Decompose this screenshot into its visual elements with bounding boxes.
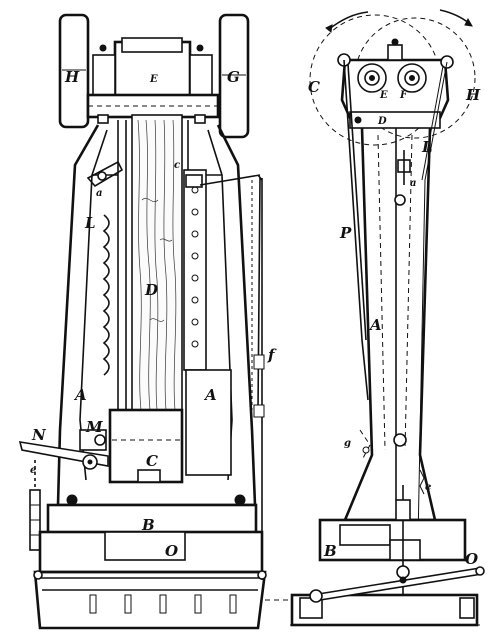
pulley-h	[58, 13, 90, 129]
front-elevation: H G E L D A A f N M C e B O c a	[18, 13, 300, 630]
side-lever-o	[309, 566, 485, 603]
trough-o	[33, 570, 267, 630]
label-e-left: e	[30, 465, 36, 476]
label-f-left: f	[267, 346, 277, 364]
timber-d	[131, 114, 183, 416]
label-a-right: a	[410, 178, 416, 189]
label-H-right: H	[465, 86, 481, 104]
ratchet-l	[102, 214, 110, 376]
side-head	[337, 38, 454, 129]
label-L-left: L	[84, 214, 96, 232]
label-O-right: O	[465, 550, 478, 568]
label-L-right: L	[421, 138, 433, 156]
label-M-left: M	[85, 418, 103, 436]
label-A-left-1: A	[73, 386, 87, 404]
label-F-right: F	[399, 90, 408, 101]
label-c-left: c	[174, 160, 180, 171]
label-N-left: N	[31, 426, 47, 444]
label-g-right: g	[344, 438, 351, 449]
label-G-left: G	[227, 68, 240, 86]
label-H-left: H	[64, 68, 80, 86]
pulley-g	[218, 13, 250, 139]
label-D-left: D	[144, 281, 158, 299]
side-base-b	[290, 485, 480, 627]
label-O-left: O	[165, 542, 178, 560]
label-E-right: E	[379, 90, 388, 101]
label-D-right: D	[377, 116, 387, 127]
base-b	[38, 494, 264, 574]
label-E-left: E	[149, 74, 158, 85]
label-a-left: a	[96, 188, 102, 199]
label-C-left: C	[146, 452, 158, 470]
right-rack	[183, 169, 207, 371]
label-C-right: C	[308, 78, 320, 96]
label-e-right: e	[425, 482, 431, 493]
label-A-left-2: A	[203, 386, 217, 404]
label-B-left: B	[141, 516, 155, 534]
side-column-a	[343, 127, 437, 522]
side-elevation: C H E F D L a P A g e B O	[290, 9, 485, 627]
clamp-c	[108, 408, 184, 484]
label-P-right: P	[339, 224, 352, 242]
top-head	[86, 37, 220, 124]
lever-n	[18, 429, 109, 470]
label-B-right: B	[323, 542, 337, 560]
label-A-right: A	[368, 316, 382, 334]
